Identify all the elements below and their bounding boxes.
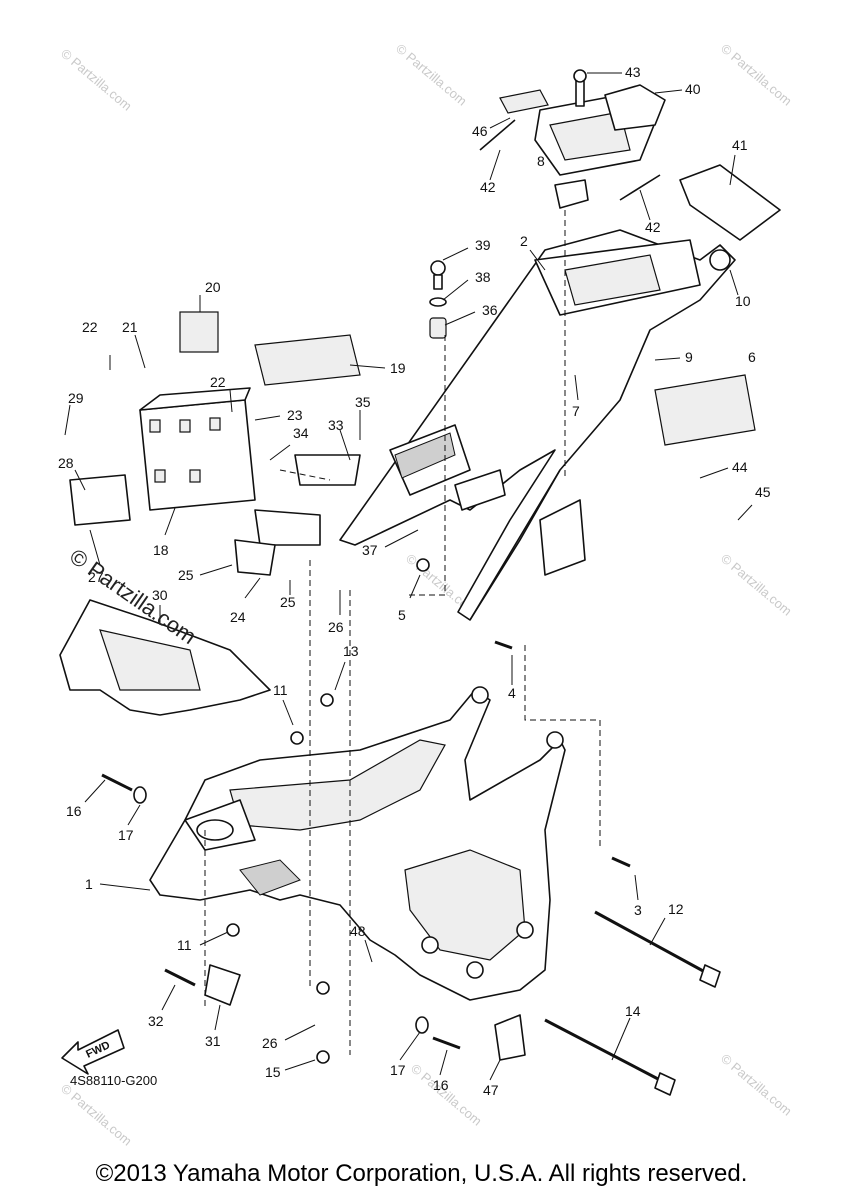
watermark: © Partzilla.com bbox=[58, 46, 135, 114]
watermark: © Partzilla.com bbox=[393, 41, 470, 109]
main-frame bbox=[149, 686, 566, 1001]
callout-9: 9 bbox=[685, 349, 693, 365]
callout-3: 3 bbox=[634, 902, 642, 918]
callout-44: 44 bbox=[732, 459, 748, 475]
callout-45: 45 bbox=[755, 484, 771, 500]
watermark: © Partzilla.com bbox=[718, 551, 795, 619]
callout-14: 14 bbox=[625, 1003, 641, 1019]
callout-17: 17 bbox=[118, 827, 134, 843]
callout-22: 22 bbox=[210, 374, 226, 390]
callout-36: 36 bbox=[482, 302, 498, 318]
callout-13: 13 bbox=[343, 643, 359, 659]
tail-bracket bbox=[479, 69, 781, 241]
callout-35: 35 bbox=[355, 394, 371, 410]
callout-21: 21 bbox=[122, 319, 138, 335]
callout-42: 42 bbox=[480, 179, 496, 195]
callout-19: 19 bbox=[390, 360, 406, 376]
callout-32: 32 bbox=[148, 1013, 164, 1029]
callout-42: 42 bbox=[645, 219, 661, 235]
rear-mount-hardware bbox=[429, 260, 447, 339]
engine-bolts bbox=[101, 558, 721, 1096]
diagram-code: 4S88110-G200 bbox=[70, 1073, 157, 1088]
callout-11: 11 bbox=[177, 937, 192, 953]
callout-26: 26 bbox=[262, 1035, 278, 1051]
callout-38: 38 bbox=[475, 269, 491, 285]
callout-24: 24 bbox=[230, 609, 246, 625]
callout-28: 28 bbox=[58, 455, 74, 471]
callout-4: 4 bbox=[508, 685, 516, 701]
callout-46: 46 bbox=[472, 123, 488, 139]
callout-34: 34 bbox=[293, 425, 309, 441]
callout-20: 20 bbox=[205, 279, 221, 295]
callout-8: 8 bbox=[537, 153, 545, 169]
callout-40: 40 bbox=[685, 81, 701, 97]
callout-37: 37 bbox=[362, 542, 378, 558]
leader-lines bbox=[64, 72, 753, 1081]
callout-11: 11 bbox=[273, 682, 288, 698]
callout-33: 33 bbox=[328, 417, 344, 433]
callout-12: 12 bbox=[668, 901, 684, 917]
callout-29: 29 bbox=[68, 390, 84, 406]
guide-lines bbox=[204, 210, 601, 1055]
callout-47: 47 bbox=[483, 1082, 499, 1098]
callout-17: 17 bbox=[390, 1062, 406, 1078]
callout-18: 18 bbox=[153, 542, 169, 558]
callout-16: 16 bbox=[66, 803, 82, 819]
copyright-notice: ©2013 Yamaha Motor Corporation, U.S.A. A… bbox=[95, 1160, 748, 1187]
callout-6: 6 bbox=[748, 349, 756, 365]
callout-39: 39 bbox=[475, 237, 491, 253]
callout-48: 48 bbox=[350, 923, 366, 939]
watermarks: © Partzilla.com © Partzilla.com © Partzi… bbox=[58, 41, 795, 1149]
callout-25: 25 bbox=[280, 594, 296, 610]
battery-box bbox=[69, 387, 361, 576]
sheets bbox=[179, 311, 756, 446]
callout-10: 10 bbox=[735, 293, 751, 309]
frame-parts-diagram: © Partzilla.com © Partzilla.com © Partzi… bbox=[58, 41, 795, 1149]
callout-31: 31 bbox=[205, 1033, 221, 1049]
callout-5: 5 bbox=[398, 607, 406, 623]
callout-23: 23 bbox=[287, 407, 303, 423]
callout-30: 30 bbox=[152, 587, 168, 603]
callout-1: 1 bbox=[85, 876, 93, 892]
callout-16: 16 bbox=[433, 1077, 449, 1093]
watermark: © Partzilla.com bbox=[718, 1051, 795, 1119]
fwd-arrow-icon: FWD bbox=[61, 1029, 125, 1075]
callout-41: 41 bbox=[732, 137, 748, 153]
callout-2: 2 bbox=[520, 233, 528, 249]
callouts: 43 40 46 42 8 41 42 39 2 38 10 36 20 22 … bbox=[58, 64, 771, 1098]
callout-27: 27 bbox=[88, 569, 104, 585]
callout-7: 7 bbox=[572, 403, 580, 419]
undertray bbox=[59, 599, 271, 716]
watermark: © Partzilla.com bbox=[58, 1081, 135, 1149]
callout-25: 25 bbox=[178, 567, 194, 583]
callout-43: 43 bbox=[625, 64, 641, 80]
watermark: © Partzilla.com bbox=[718, 41, 795, 109]
callout-26: 26 bbox=[328, 619, 344, 635]
callout-15: 15 bbox=[265, 1064, 281, 1080]
callout-22: 22 bbox=[82, 319, 98, 335]
watermark: © Partzilla.com bbox=[408, 1061, 485, 1129]
rear-frame bbox=[339, 229, 736, 621]
